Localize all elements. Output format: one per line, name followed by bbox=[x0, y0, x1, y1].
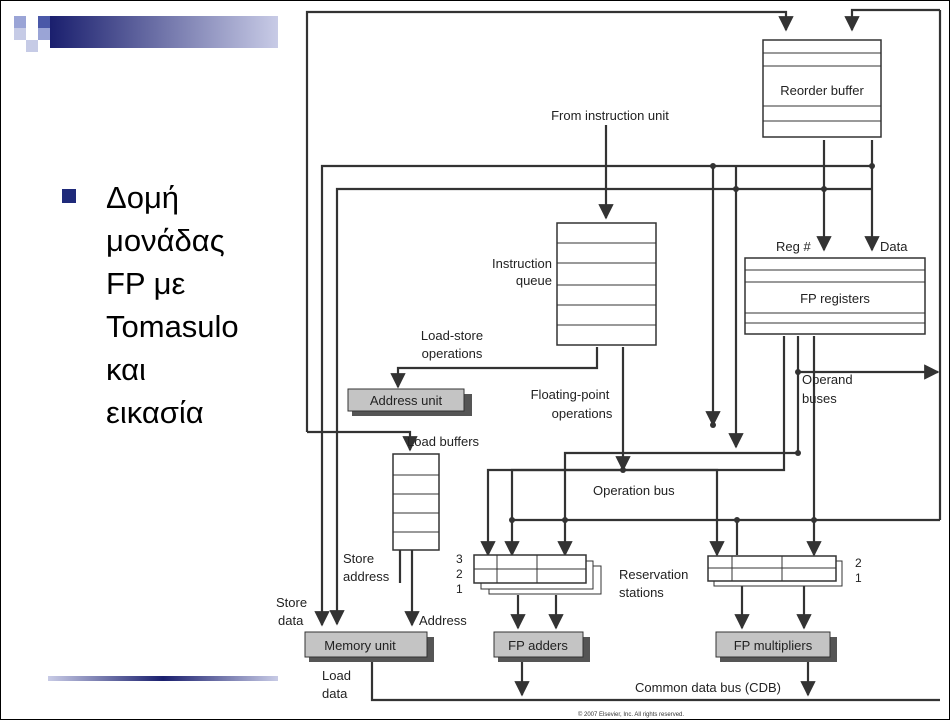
fp-adders-label: FP adders bbox=[508, 638, 568, 653]
cdb-label: Common data bus (CDB) bbox=[635, 680, 781, 695]
memory-unit-label: Memory unit bbox=[324, 638, 396, 653]
load-buffers-label: Load buffers bbox=[407, 434, 480, 449]
reorder-buffer-label: Reorder buffer bbox=[780, 83, 864, 98]
floating-point-label: Floating-point bbox=[531, 387, 610, 402]
reservation-label: Reservation bbox=[619, 567, 688, 582]
bullet-line: FP με bbox=[106, 266, 186, 301]
bullet-line: Tomasulo bbox=[106, 309, 239, 344]
reg-num-label: Reg # bbox=[776, 239, 811, 254]
store-data-label-1: Store bbox=[276, 595, 307, 610]
tomasulo-diagram: Reorder buffer From instruction unit Ins… bbox=[276, 8, 942, 702]
copyright-notice: © 2007 Elsevier, Inc. All rights reserve… bbox=[577, 712, 685, 718]
fp-operations-label: operations bbox=[552, 406, 613, 421]
rs-index-3: 3 bbox=[456, 552, 463, 566]
memory-unit: Memory unit bbox=[304, 631, 434, 662]
instruction-queue: Instruction queue bbox=[492, 222, 657, 346]
mul-rs-index-2: 2 bbox=[855, 556, 862, 570]
bullet-line: και bbox=[106, 352, 146, 387]
address-unit-label: Address unit bbox=[370, 393, 443, 408]
load-data-label: data bbox=[322, 686, 348, 701]
fp-registers: Reg # Data FP registers bbox=[744, 239, 926, 335]
queue-label: queue bbox=[516, 273, 552, 288]
bullet-line: εικασία bbox=[106, 395, 204, 430]
adder-reservation-stations: 3 2 1 bbox=[456, 552, 602, 596]
bullet-line: μονάδας bbox=[106, 223, 225, 258]
operation-bus-label: Operation bus bbox=[593, 483, 675, 498]
reorder-buffer: Reorder buffer bbox=[762, 39, 882, 138]
address-label: Address bbox=[419, 613, 467, 628]
fp-adders: FP adders bbox=[493, 631, 590, 662]
load-label: Load bbox=[322, 668, 351, 683]
from-instruction-unit-label: From instruction unit bbox=[551, 108, 669, 123]
bullet-line: Δομή bbox=[106, 180, 180, 215]
footer-decoration bbox=[48, 676, 278, 681]
bus-junctions bbox=[509, 163, 875, 523]
bullet-icon bbox=[62, 189, 76, 203]
operand-label: Operand bbox=[802, 372, 853, 387]
rs-index-1: 1 bbox=[456, 582, 463, 596]
fp-registers-label: FP registers bbox=[800, 291, 870, 306]
load-store-operations-label: operations bbox=[422, 346, 483, 361]
bullet-text: Δομή μονάδας FP με Tomasulo και εικασία bbox=[106, 176, 286, 434]
mul-rs-index-1: 1 bbox=[855, 571, 862, 585]
load-store-label: Load-store bbox=[421, 328, 483, 343]
address-unit: Address unit bbox=[347, 388, 472, 416]
title-decoration bbox=[14, 16, 278, 52]
buses-label: buses bbox=[802, 391, 837, 406]
fp-multipliers: FP multipliers bbox=[715, 631, 837, 662]
fp-multipliers-label: FP multipliers bbox=[734, 638, 813, 653]
store-data-label-2: data bbox=[278, 613, 304, 628]
bus-lines bbox=[305, 8, 942, 702]
stations-label: stations bbox=[619, 585, 664, 600]
data-label: Data bbox=[880, 239, 908, 254]
load-buffers bbox=[392, 453, 440, 551]
rs-index-2: 2 bbox=[456, 567, 463, 581]
instruction-label: Instruction bbox=[492, 256, 552, 271]
store-label: Store bbox=[343, 551, 374, 566]
multiplier-reservation-stations: 2 1 bbox=[707, 555, 862, 587]
store-address-label: address bbox=[343, 569, 390, 584]
